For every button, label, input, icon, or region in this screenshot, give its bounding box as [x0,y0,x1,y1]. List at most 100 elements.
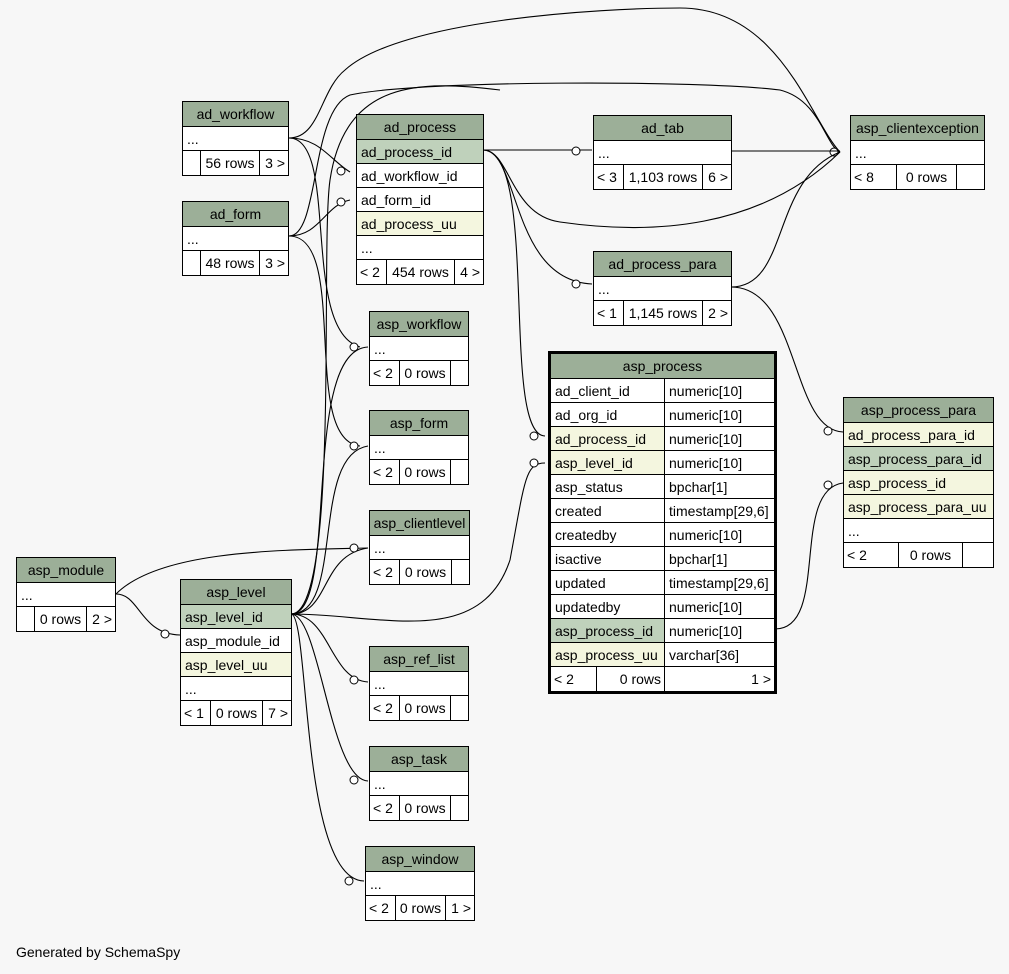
table-footer: < 2 0 rows [370,696,468,720]
edge-para-clientexception [730,151,841,288]
row-count: 0 rows [400,460,451,484]
parents-count[interactable]: < 2 [370,696,400,720]
edge-process-aspprocess [482,149,546,437]
children-count[interactable] [963,543,993,567]
children-count[interactable]: 3 > [265,255,285,271]
parents-count[interactable]: < 2 [844,543,899,567]
table-footer: < 3 1,103 rows 6 > [594,165,731,189]
edge-level-clientlevel [290,547,369,615]
parents-count[interactable]: < 1 [594,301,624,325]
children-count[interactable] [451,460,468,484]
children-count[interactable]: 2 > [708,305,728,321]
column-type: timestamp[29,6] [665,571,774,595]
table-ad-tab[interactable]: ad_tab ... < 3 1,103 rows 6 > [593,115,732,190]
table-title: asp_form [370,411,468,436]
column-row: ... [370,672,468,696]
children-count[interactable]: 3 > [265,155,285,171]
parents-count[interactable]: < 8 [851,165,897,189]
children-count[interactable]: 6 > [708,169,728,185]
parents-count[interactable]: < 2 [366,896,396,920]
column-name: created [551,499,665,523]
edge-workflow-aspworkflow [288,137,361,348]
table-asp-task[interactable]: asp_task ... < 2 0 rows [369,746,469,821]
table-asp-module[interactable]: asp_module ... 0 rows 2 > [16,557,116,632]
children-count[interactable]: 2 > [92,611,112,627]
column-name: ad_process_id [551,427,665,451]
column-type: numeric[10] [665,379,774,403]
parents-count[interactable]: < 2 [370,560,400,584]
parents-count[interactable]: < 3 [594,165,624,189]
column-type: numeric[10] [665,427,774,451]
edge-level-aspworkflow [290,346,369,615]
column-row: asp_module_id [181,629,291,653]
table-ad-process-para[interactable]: ad_process_para ... < 1 1,145 rows 2 > [593,251,732,326]
table-ad-form[interactable]: ad_form ... 48 rows 3 > [182,201,289,276]
table-title: asp_workflow [370,312,468,337]
column-type: varchar[36] [665,643,774,667]
edge-workflow-process [288,137,351,173]
children-count[interactable]: 1 > [751,671,771,687]
table-asp-clientlevel[interactable]: asp_clientlevel ... < 2 0 rows [369,510,470,585]
parents-count[interactable]: < 1 [181,701,211,725]
table-footer: < 2 0 rows [844,543,993,567]
children-count[interactable] [451,696,468,720]
column-row: ... [17,583,115,607]
children-count[interactable] [452,560,469,584]
parents-count[interactable] [17,607,35,631]
column-name: asp_status [551,475,665,499]
parents-count[interactable]: < 2 [370,361,400,385]
table-ad-workflow[interactable]: ad_workflow ... 56 rows 3 > [182,101,289,176]
column-row: ad_form_id [357,188,483,212]
table-asp-level[interactable]: asp_level asp_level_id asp_module_id asp… [180,579,292,726]
table-asp-clientexception[interactable]: asp_clientexception ... < 8 0 rows [850,115,985,190]
parents-count[interactable]: < 2 [357,260,387,284]
row-count: 0 rows [35,607,87,631]
children-count[interactable]: 4 > [460,264,480,280]
row-count: 454 rows [387,260,455,284]
table-asp-workflow[interactable]: asp_workflow ... < 2 0 rows [369,311,469,386]
row-count: 0 rows [897,165,957,189]
parents-count[interactable]: < 2 [370,796,400,820]
parents-count[interactable]: < 2 [551,667,597,691]
table-title: ad_process [357,115,483,140]
parents-count[interactable]: < 2 [370,460,400,484]
table-asp-window[interactable]: asp_window ... < 2 0 rows 1 > [365,846,475,921]
table-footer: < 1 1,145 rows 2 > [594,301,731,325]
table-asp-process[interactable]: asp_process ad_client_id numeric[10] ad_… [548,351,777,694]
edge-para-asppara [730,286,844,433]
table-title: asp_process_para [844,398,993,423]
row-count: 0 rows [400,560,452,584]
edge-aspprocess-asppara [774,482,844,630]
children-count[interactable]: 1 > [451,900,471,916]
row-count: 1,103 rows [624,165,703,189]
table-footer: 56 rows 3 > [183,151,288,175]
table-asp-ref-list[interactable]: asp_ref_list ... < 2 0 rows [369,646,469,721]
table-title: asp_clientlevel [370,511,469,536]
table-footer: < 2 0 rows 1 > [366,896,474,920]
children-count[interactable]: 7 > [268,705,288,721]
children-count[interactable] [451,361,468,385]
table-footer: < 2 454 rows 4 > [357,260,483,284]
table-ad-process[interactable]: ad_process ad_process_id ad_workflow_id … [356,114,484,285]
column-row: ... [370,772,468,796]
parents-count[interactable] [183,151,201,175]
table-footer: < 8 0 rows [851,165,984,189]
table-asp-form[interactable]: asp_form ... < 2 0 rows [369,410,469,485]
children-count[interactable] [451,796,468,820]
table-footer: < 2 0 rows 1 > [551,667,774,691]
table-asp-process-para[interactable]: asp_process_para ad_process_para_id asp_… [843,397,994,568]
edge-process-clientexception [482,149,841,229]
row-count: 0 rows [396,896,446,920]
edge-level-clientexception [290,85,501,615]
table-title: asp_module [17,558,115,583]
column-type: numeric[10] [665,403,774,427]
children-count[interactable] [957,165,984,189]
table-footer: < 2 0 rows [370,361,468,385]
row-count: 1,145 rows [624,301,703,325]
table-footer: 0 rows 2 > [17,607,115,631]
parents-count[interactable] [183,251,201,275]
column-name: updated [551,571,665,595]
edge-level-aspform [290,445,369,615]
column-row: ... [181,677,291,701]
